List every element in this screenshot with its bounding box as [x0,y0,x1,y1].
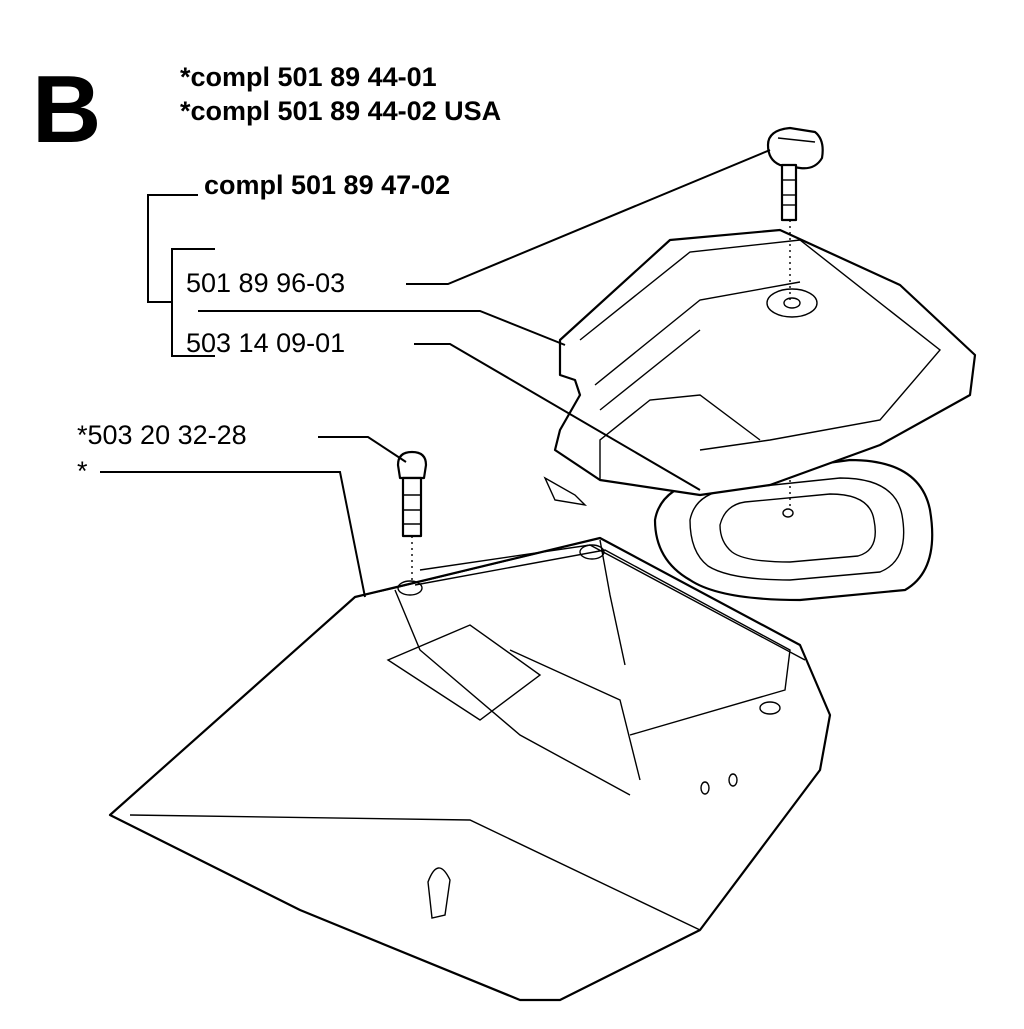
filter-cover [543,228,977,507]
knob-screw [766,126,824,300]
assembly-number-usa: *compl 501 89 44-02 USA [180,96,502,126]
group-bracket [147,194,215,357]
part-number-knob: 501 89 96-03 [186,268,346,298]
cylinder-cover [108,536,832,1002]
part-number-cover: * [77,456,88,486]
part-number-bolt: *503 20 32-28 [77,420,247,450]
leader-lines [100,149,771,598]
group-assembly-number: compl 501 89 47-02 [204,170,451,200]
part-number-gasket: 503 14 09-01 [186,328,346,358]
section-letter: B [32,56,102,163]
gasket-plate [653,458,934,602]
assembly-number: *compl 501 89 44-01 [180,62,437,92]
